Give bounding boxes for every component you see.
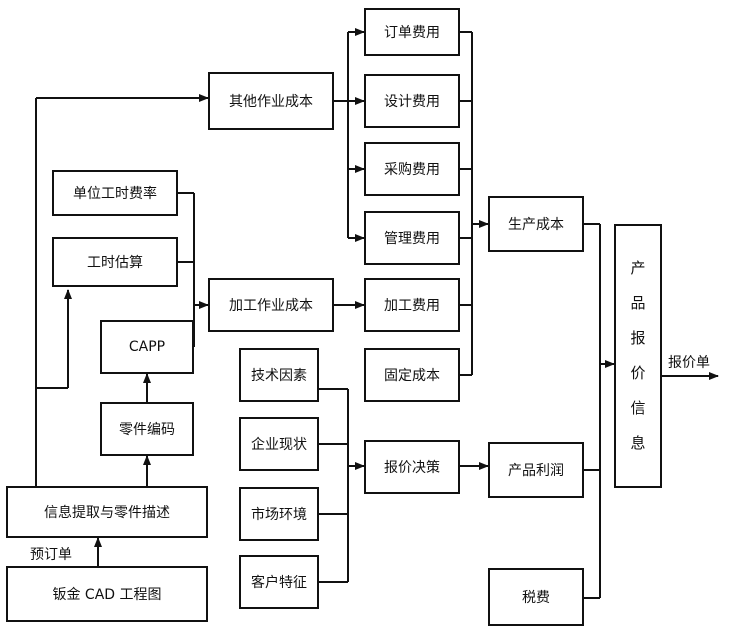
node-info-extract: 信息提取与零件描述 <box>6 486 208 538</box>
node-quote-decision: 报价决策 <box>364 440 460 494</box>
node-enterprise-status: 企业现状 <box>239 417 319 471</box>
node-purchase-fee: 采购费用 <box>364 142 460 196</box>
quote-info-char: 报 <box>630 329 646 347</box>
node-customer-feature: 客户特征 <box>239 555 319 609</box>
node-fixed-cost: 固定成本 <box>364 348 460 402</box>
node-capp: CAPP <box>100 320 194 374</box>
node-part-coding: 零件编码 <box>100 402 194 456</box>
node-manage-fee: 管理费用 <box>364 211 460 265</box>
node-market-env: 市场环境 <box>239 487 319 541</box>
node-design-fee: 设计费用 <box>364 74 460 128</box>
node-order-fee: 订单费用 <box>364 8 460 56</box>
node-hour-estimate: 工时估算 <box>52 237 178 287</box>
quote-info-char: 价 <box>630 364 646 382</box>
node-process-activity-cost: 加工作业成本 <box>208 278 334 332</box>
node-product-quote-info: 产 品 报 价 信 息 <box>614 224 662 488</box>
node-tech-factor: 技术因素 <box>239 348 319 402</box>
node-other-activity-cost: 其他作业成本 <box>208 72 334 130</box>
node-cad-drawing: 钣金 CAD 工程图 <box>6 566 208 622</box>
quote-info-char: 信 <box>630 399 646 417</box>
label-quote-sheet: 报价单 <box>668 355 710 371</box>
node-tax: 税费 <box>488 568 584 626</box>
node-product-profit: 产品利润 <box>488 442 584 498</box>
node-production-cost: 生产成本 <box>488 196 584 252</box>
label-pre-order: 预订单 <box>30 547 72 563</box>
quote-info-char: 息 <box>630 434 646 452</box>
node-unit-hour-rate: 单位工时费率 <box>52 170 178 216</box>
node-process-fee: 加工费用 <box>364 278 460 332</box>
quote-info-char: 品 <box>630 294 646 312</box>
quote-info-char: 产 <box>630 259 646 277</box>
